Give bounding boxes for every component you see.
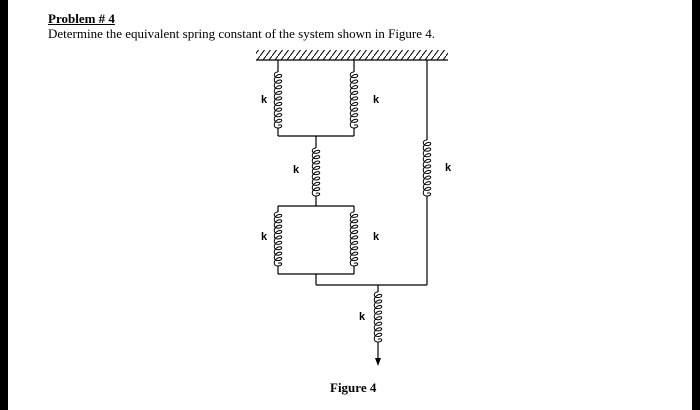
spring-label-top-right: k — [373, 94, 380, 106]
force-arrow-icon — [375, 358, 381, 366]
spring-label-middle: k — [293, 164, 300, 176]
spring-bottom — [373, 291, 383, 343]
spring-label-bottom: k — [359, 311, 366, 323]
spring-label-lower-left: k — [261, 231, 268, 243]
spring-system-diagram: k k k k k k k Figure 4 — [256, 50, 452, 395]
spring-label-right: k — [445, 162, 452, 174]
spring-lower-left — [273, 211, 283, 267]
spring-label-lower-right: k — [373, 231, 380, 243]
spring-lower-right — [349, 211, 359, 267]
ceiling-hatch — [256, 50, 448, 60]
problem-title: Problem # 4 — [48, 11, 115, 26]
problem-page: Problem # 4 Determine the equivalent spr… — [8, 0, 692, 410]
spring-middle — [311, 147, 321, 197]
spring-label-top-left: k — [261, 94, 268, 106]
connecting-wires — [277, 60, 428, 360]
figure-caption: Figure 4 — [330, 380, 377, 395]
spring-top-right — [349, 71, 359, 129]
problem-statement: Determine the equivalent spring constant… — [48, 26, 436, 41]
spring-top-left — [273, 71, 283, 129]
spring-right — [422, 139, 432, 197]
